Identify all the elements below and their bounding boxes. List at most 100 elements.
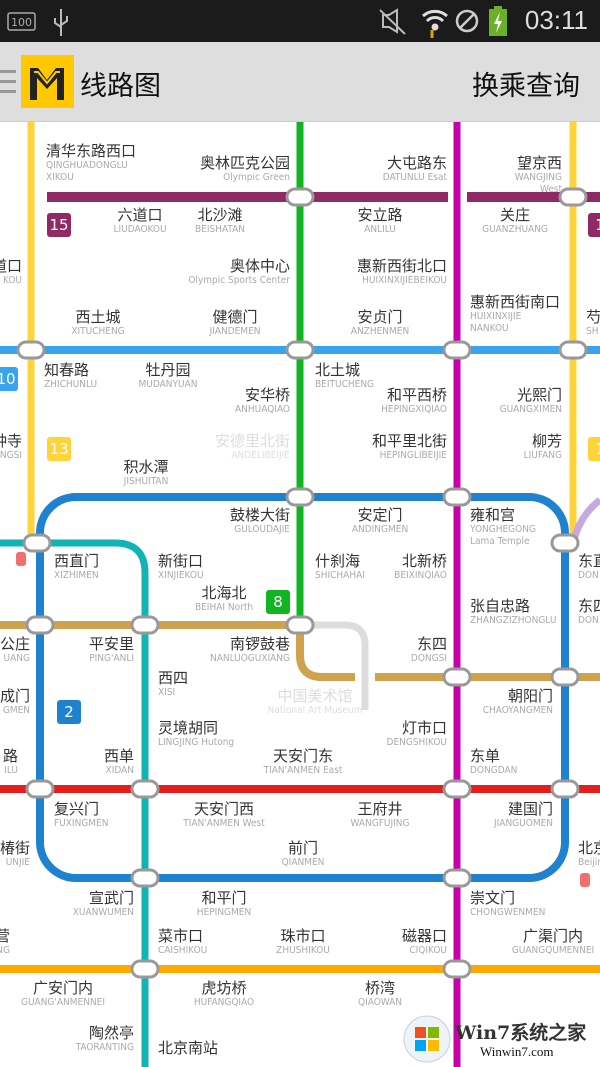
line-badge[interactable]: 8: [266, 590, 290, 614]
transfer-station-marker[interactable]: [25, 615, 55, 635]
transfer-station-marker[interactable]: [442, 779, 472, 799]
line-badge[interactable]: 1: [588, 437, 600, 461]
line-badge[interactable]: 13: [47, 437, 71, 461]
transfer-station-marker[interactable]: [442, 959, 472, 979]
transfer-station-marker[interactable]: [550, 533, 580, 553]
line-badge[interactable]: 2: [57, 700, 81, 724]
station-label[interactable]: 东直DON: [578, 552, 600, 582]
transfer-station-marker[interactable]: [285, 340, 315, 360]
line-badge[interactable]: 1: [588, 213, 600, 237]
transfer-station-marker[interactable]: [130, 779, 160, 799]
transfer-station-marker[interactable]: [550, 779, 580, 799]
station-label[interactable]: 北京南站: [158, 1039, 218, 1057]
transfer-station-marker[interactable]: [550, 667, 580, 687]
station-label[interactable]: 钟寺NGSI: [0, 432, 22, 462]
station-label[interactable]: 北京Beijin: [578, 839, 600, 869]
transfer-station-marker[interactable]: [558, 340, 588, 360]
station-label[interactable]: 营YING: [0, 927, 10, 957]
transfer-station-marker[interactable]: [285, 615, 315, 635]
transfer-station-marker[interactable]: [285, 487, 315, 507]
transfer-station-marker[interactable]: [130, 615, 160, 635]
transfer-station-marker[interactable]: [16, 340, 46, 360]
menu-button[interactable]: [0, 42, 80, 122]
transfer-station-marker[interactable]: [442, 868, 472, 888]
line-badge[interactable]: 10: [0, 367, 18, 391]
station-label[interactable]: 道口KOU: [0, 257, 22, 287]
transfer-station-marker[interactable]: [442, 667, 472, 687]
transfer-station-marker[interactable]: [130, 868, 160, 888]
transfer-station-marker[interactable]: [442, 487, 472, 507]
transfer-station-marker[interactable]: [130, 959, 160, 979]
transfer-station-marker[interactable]: [22, 533, 52, 553]
transfer-station-marker[interactable]: [558, 187, 588, 207]
transfer-station-marker[interactable]: [285, 187, 315, 207]
transfer-station-marker[interactable]: [442, 340, 472, 360]
line-badge[interactable]: 15: [47, 213, 71, 237]
transfer-station-marker[interactable]: [25, 779, 55, 799]
